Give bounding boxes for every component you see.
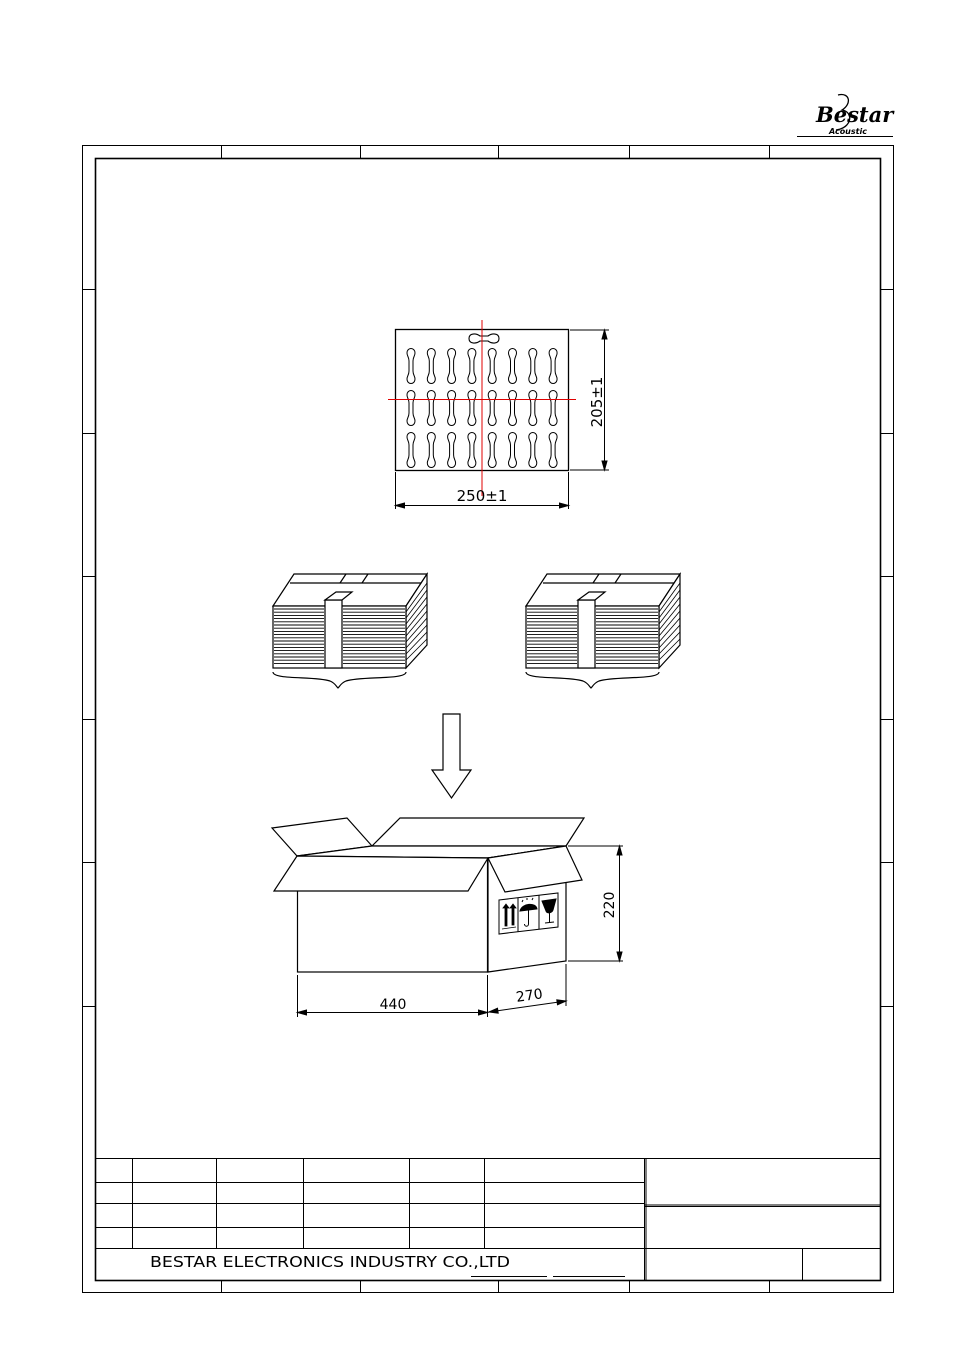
tray-top-view: 205±1 250±1 — [388, 320, 609, 509]
tray-pocket — [529, 391, 537, 426]
zone-ticks-bottom — [222, 1281, 770, 1292]
logo-brand-text: Bestar — [815, 102, 895, 127]
zone-ticks-left — [83, 290, 95, 1007]
zone-ticks-right — [881, 290, 893, 1007]
tray-pocket — [448, 349, 456, 384]
tray-pocket — [529, 433, 537, 468]
tray-pocket — [549, 349, 557, 384]
tray-width-label: 250±1 — [457, 487, 508, 505]
carton-box — [272, 818, 623, 1017]
tray-pocket — [488, 433, 496, 468]
tray-pocket — [427, 349, 435, 384]
tray-pocket — [549, 433, 557, 468]
tray-pocket — [407, 391, 415, 426]
tray-pocket — [448, 433, 456, 468]
carton-width-label: 270 — [515, 986, 544, 1006]
carton-front-flap — [274, 856, 488, 891]
tray-pocket — [529, 349, 537, 384]
tray-pocket — [407, 349, 415, 384]
drawing-frame — [83, 146, 894, 1293]
bestar-logo: Bestar Acoustic — [797, 95, 895, 137]
tray-pocket — [549, 391, 557, 426]
logo-sub-text: Acoustic — [828, 127, 867, 136]
tray-pocket — [468, 391, 476, 426]
carton-height-label: 220 — [602, 892, 618, 919]
tray-pocket — [448, 391, 456, 426]
tray-pocket — [427, 391, 435, 426]
down-arrow-icon — [432, 714, 471, 798]
zone-ticks-top — [222, 146, 770, 158]
tray-stack-left — [273, 574, 427, 688]
tray-pocket — [488, 391, 496, 426]
tray-pocket — [509, 433, 517, 468]
carton-back-flap-right — [372, 818, 584, 846]
tray-centerlines — [388, 320, 576, 496]
tray-pocket — [509, 349, 517, 384]
tray-stack-right — [526, 574, 680, 688]
inner-border — [96, 159, 881, 1281]
carton-length-label: 440 — [380, 997, 407, 1013]
tray-height-label: 205±1 — [588, 377, 606, 428]
tray-pocket — [427, 433, 435, 468]
tray-pocket — [468, 349, 476, 384]
tray-pocket — [509, 391, 517, 426]
tray-pocket — [468, 433, 476, 468]
tray-pocket — [488, 349, 496, 384]
outer-border — [83, 146, 894, 1293]
tray-handle-slot — [469, 334, 499, 343]
company-name: BESTAR ELECTRONICS INDUSTRY CO.,LTD — [150, 1253, 510, 1271]
tray-pocket — [407, 433, 415, 468]
